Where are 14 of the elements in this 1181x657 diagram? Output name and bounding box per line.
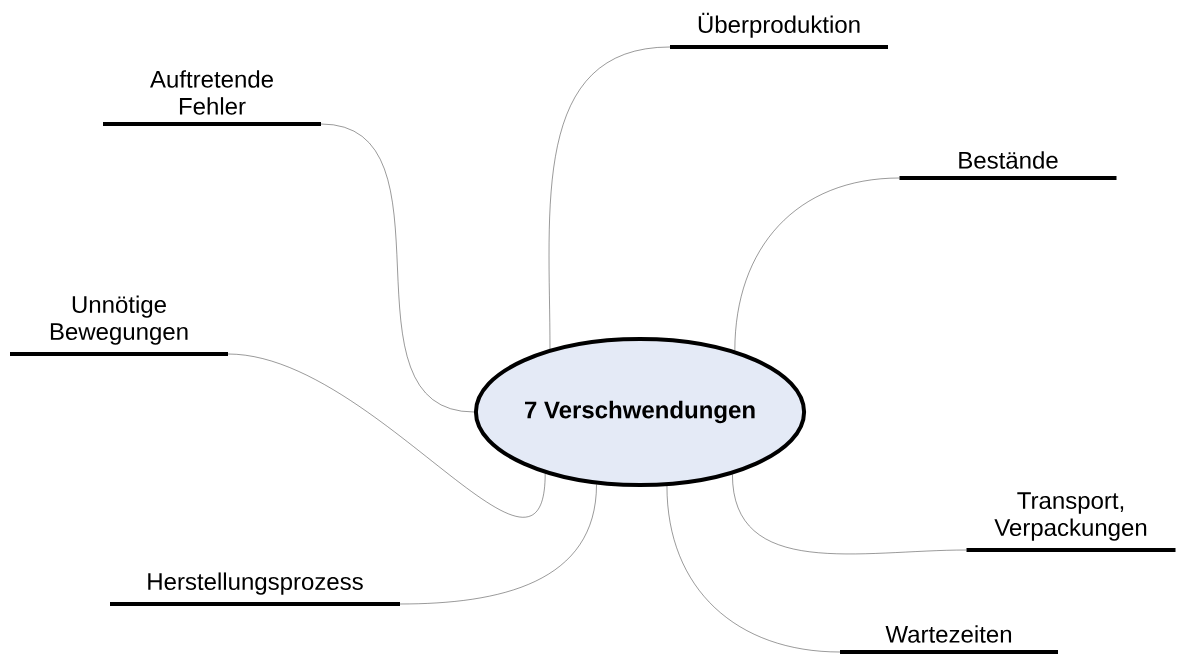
underlined-label: Bestände [899, 151, 1117, 180]
underlined-label: Wartezeiten [840, 625, 1058, 654]
connector-line [227, 353, 546, 517]
underlined-label: Herstellungsprozess [110, 572, 400, 606]
connector-line [399, 484, 597, 605]
connector-line [734, 177, 900, 351]
underlined-label: Transport, Verpackungen [966, 492, 1176, 552]
underlined-label: Auftretende Fehler [103, 70, 321, 126]
connector-line [732, 474, 967, 555]
connector-line [666, 485, 841, 653]
underlined-label: Überproduktion [670, 12, 888, 49]
connector-line [320, 123, 475, 413]
underlined-label: Unnötige Bewegungen [10, 295, 228, 356]
connector-line [548, 46, 671, 350]
